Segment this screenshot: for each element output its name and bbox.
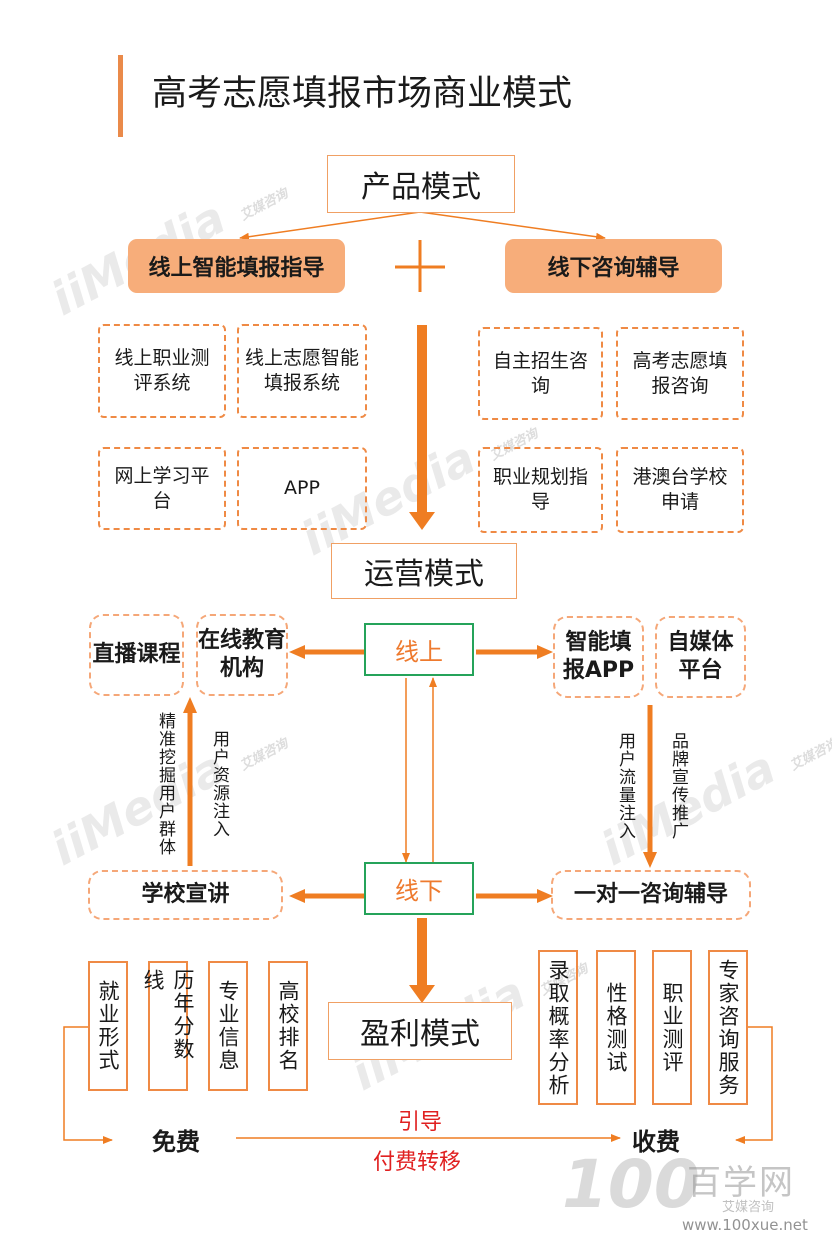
section-operation-model: 运营模式 [331,543,517,599]
free-item: 高校排名 [268,961,308,1091]
product-item: 职业规划指导 [478,447,603,533]
product-item: 高考志愿填报咨询 [616,327,744,420]
product-item: 自主招生咨询 [478,327,603,420]
arrow-down-icon [409,985,435,1003]
guide-label: 引导 [398,1110,443,1135]
free-item: 专业信息 [208,961,248,1091]
product-item: APP [237,447,367,530]
product-item: 港澳台学校申请 [616,447,744,533]
connector-line [419,211,606,241]
connector-line [735,1026,773,1144]
product-item: 线上职业测评系统 [98,324,226,418]
free-item: 就业形式 [88,961,128,1091]
arrow-down-icon [643,852,657,868]
connector-line [239,211,421,241]
title-accent-bar [118,55,123,137]
free-label: 免费 [152,1128,200,1156]
flow-label: 用户资源注入 [209,730,229,838]
offline-consulting-pill: 线下咨询辅导 [505,239,722,293]
paid-item: 专家咨询服务 [708,950,748,1105]
transfer-label: 付费转移 [373,1150,462,1175]
online-guidance-pill: 线上智能填报指导 [128,239,345,293]
product-item: 网上学习平台 [98,447,226,530]
site-watermark: 100 百学网 艾媒咨询 www.100xue.net [562,1146,808,1235]
paid-item: 性格测试 [596,950,636,1105]
arrow-right-icon [537,889,553,903]
paid-item: 录取概率分析 [538,950,578,1105]
online-edu-node: 在线教育机构 [196,614,288,696]
arrow-down-icon [409,512,435,530]
arrow-left-icon [289,645,305,659]
arrow-up-icon [183,697,197,713]
product-item: 线上志愿智能填报系统 [237,324,367,418]
smart-app-node: 智能填报APP [553,616,644,698]
paid-label: 收费 [632,1128,680,1156]
offline-hub: 线下 [364,862,474,915]
connector-line [63,1026,113,1144]
school-talk-node: 学校宣讲 [88,870,283,920]
arrow-right-icon [537,645,553,659]
self-media-node: 自媒体平台 [655,616,746,698]
live-course-node: 直播课程 [89,614,184,696]
flow-label: 用户流量注入 [615,732,635,840]
arrow-left-icon [289,889,305,903]
paid-item: 职业测评 [652,950,692,1105]
free-item: 历年分数线 [141,961,195,1091]
flow-label: 品牌宣传推广 [668,732,688,840]
section-product-model: 产品模式 [327,155,515,213]
section-profit-model: 盈利模式 [328,1002,512,1060]
one-on-one-node: 一对一咨询辅导 [551,870,751,920]
flow-label: 精准挖掘用户群体 [155,712,175,856]
page-title: 高考志愿填报市场商业模式 [152,74,573,114]
online-hub: 线上 [364,623,474,676]
